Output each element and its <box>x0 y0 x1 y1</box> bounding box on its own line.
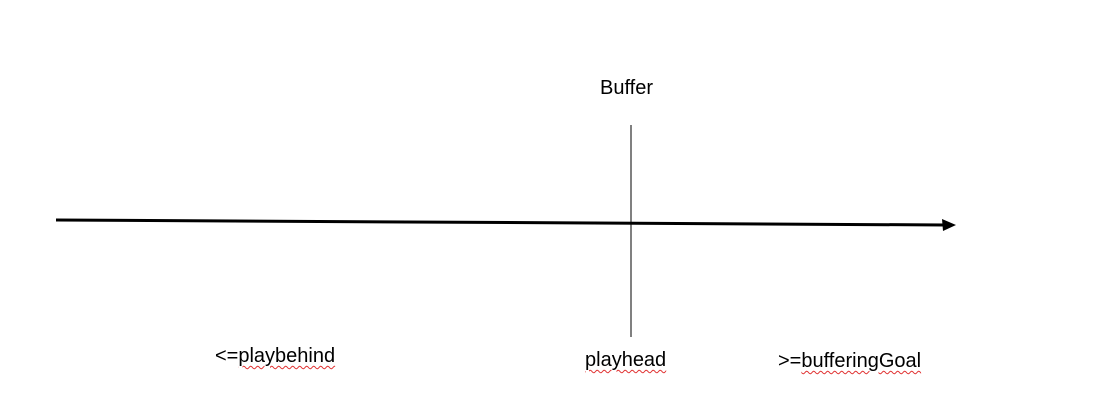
playhead-term: playhead <box>585 349 667 371</box>
playhead-label: playhead <box>585 350 666 370</box>
buffering-goal-term: bufferingGoal <box>801 350 922 372</box>
buffering-goal-label: >=bufferingGoal <box>778 351 921 371</box>
playbehind-term: playbehind <box>238 345 336 367</box>
buffering-goal-operator: >= <box>778 350 802 372</box>
timeline-axis <box>55 218 946 227</box>
diagram-title: Buffer <box>600 77 653 99</box>
playbehind-operator: <= <box>215 345 239 367</box>
timeline-arrowhead <box>942 219 956 231</box>
playbehind-label: <=playbehind <box>215 346 335 366</box>
